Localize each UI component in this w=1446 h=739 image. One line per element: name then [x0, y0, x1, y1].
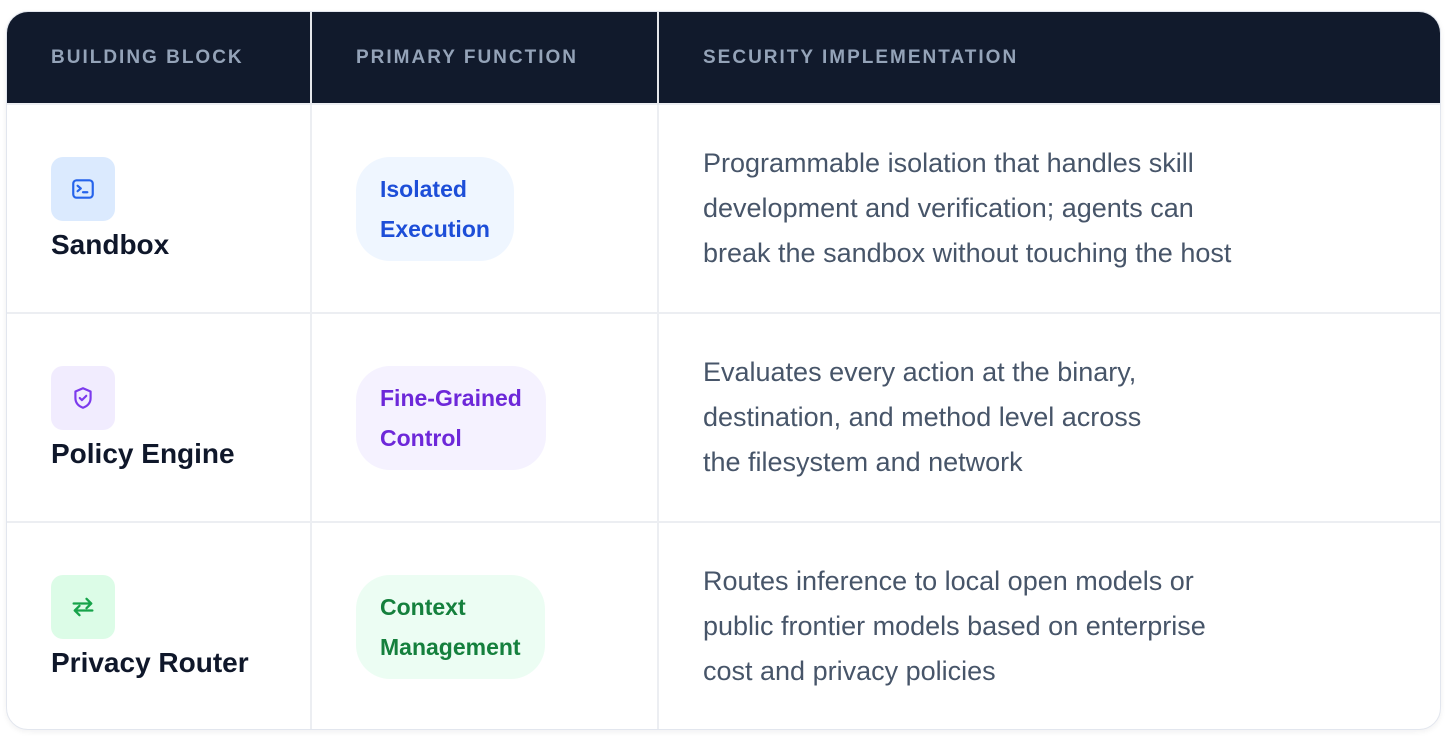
- header-security-implementation: SECURITY IMPLEMENTATION: [658, 12, 1440, 104]
- function-pill: Isolated Execution: [356, 156, 514, 261]
- building-blocks-card: BUILDING BLOCK PRIMARY FUNCTION SECURITY…: [6, 11, 1441, 730]
- shield-check-icon: [74, 386, 92, 409]
- pill-line: Management: [380, 633, 521, 660]
- icon-badge: [51, 365, 115, 430]
- header-building-block: BUILDING BLOCK: [7, 12, 312, 104]
- primary-function-cell: Fine-Grained Control: [311, 312, 659, 522]
- pill-line: Context: [380, 593, 466, 620]
- desc-line: Routes inference to local open models or: [703, 566, 1194, 596]
- building-block-cell: Sandbox: [7, 103, 312, 313]
- icon-badge: [51, 156, 115, 221]
- description: Evaluates every action at the binary, de…: [703, 350, 1303, 485]
- pill-line: Isolated: [380, 175, 467, 202]
- building-blocks-table: BUILDING BLOCK PRIMARY FUNCTION SECURITY…: [7, 12, 1440, 729]
- table-row: Privacy Router Context Management Routes…: [7, 521, 1440, 729]
- pill-line: Control: [380, 424, 462, 451]
- primary-function-cell: Isolated Execution: [311, 103, 659, 313]
- desc-line: break the sandbox without touching the h…: [703, 238, 1232, 268]
- desc-line: the filesystem and network: [703, 447, 1023, 477]
- desc-line: public frontier models based on enterpri…: [703, 611, 1206, 641]
- function-pill: Context Management: [356, 574, 545, 679]
- desc-line: destination, and method level across: [703, 402, 1142, 432]
- icon-badge: [51, 574, 115, 639]
- table-row: Policy Engine Fine-Grained Control Evalu…: [7, 312, 1440, 522]
- header-primary-function: PRIMARY FUNCTION: [311, 12, 659, 104]
- terminal-icon: [72, 178, 94, 199]
- block-name: Sandbox: [51, 228, 170, 260]
- desc-line: development and verification; agents can: [703, 193, 1194, 223]
- description: Programmable isolation that handles skil…: [703, 141, 1303, 276]
- desc-line: cost and privacy policies: [703, 656, 996, 686]
- block-name: Policy Engine: [51, 437, 235, 469]
- building-block-cell: Privacy Router: [7, 521, 312, 729]
- desc-line: Programmable isolation that handles skil…: [703, 148, 1194, 178]
- function-pill: Fine-Grained Control: [356, 365, 546, 470]
- pill-line: Fine-Grained: [380, 384, 522, 411]
- security-implementation-cell: Programmable isolation that handles skil…: [658, 103, 1440, 313]
- pill-line: Execution: [380, 215, 490, 242]
- primary-function-cell: Context Management: [311, 521, 659, 729]
- table-header-row: BUILDING BLOCK PRIMARY FUNCTION SECURITY…: [7, 12, 1440, 104]
- description: Routes inference to local open models or…: [703, 559, 1303, 694]
- desc-line: Evaluates every action at the binary,: [703, 357, 1137, 387]
- block-name: Privacy Router: [51, 646, 249, 678]
- arrows-swap-icon: [72, 597, 94, 616]
- security-implementation-cell: Evaluates every action at the binary, de…: [658, 312, 1440, 522]
- security-implementation-cell: Routes inference to local open models or…: [658, 521, 1440, 729]
- building-block-cell: Policy Engine: [7, 312, 312, 522]
- table-row: Sandbox Isolated Execution Programmable …: [7, 103, 1440, 313]
